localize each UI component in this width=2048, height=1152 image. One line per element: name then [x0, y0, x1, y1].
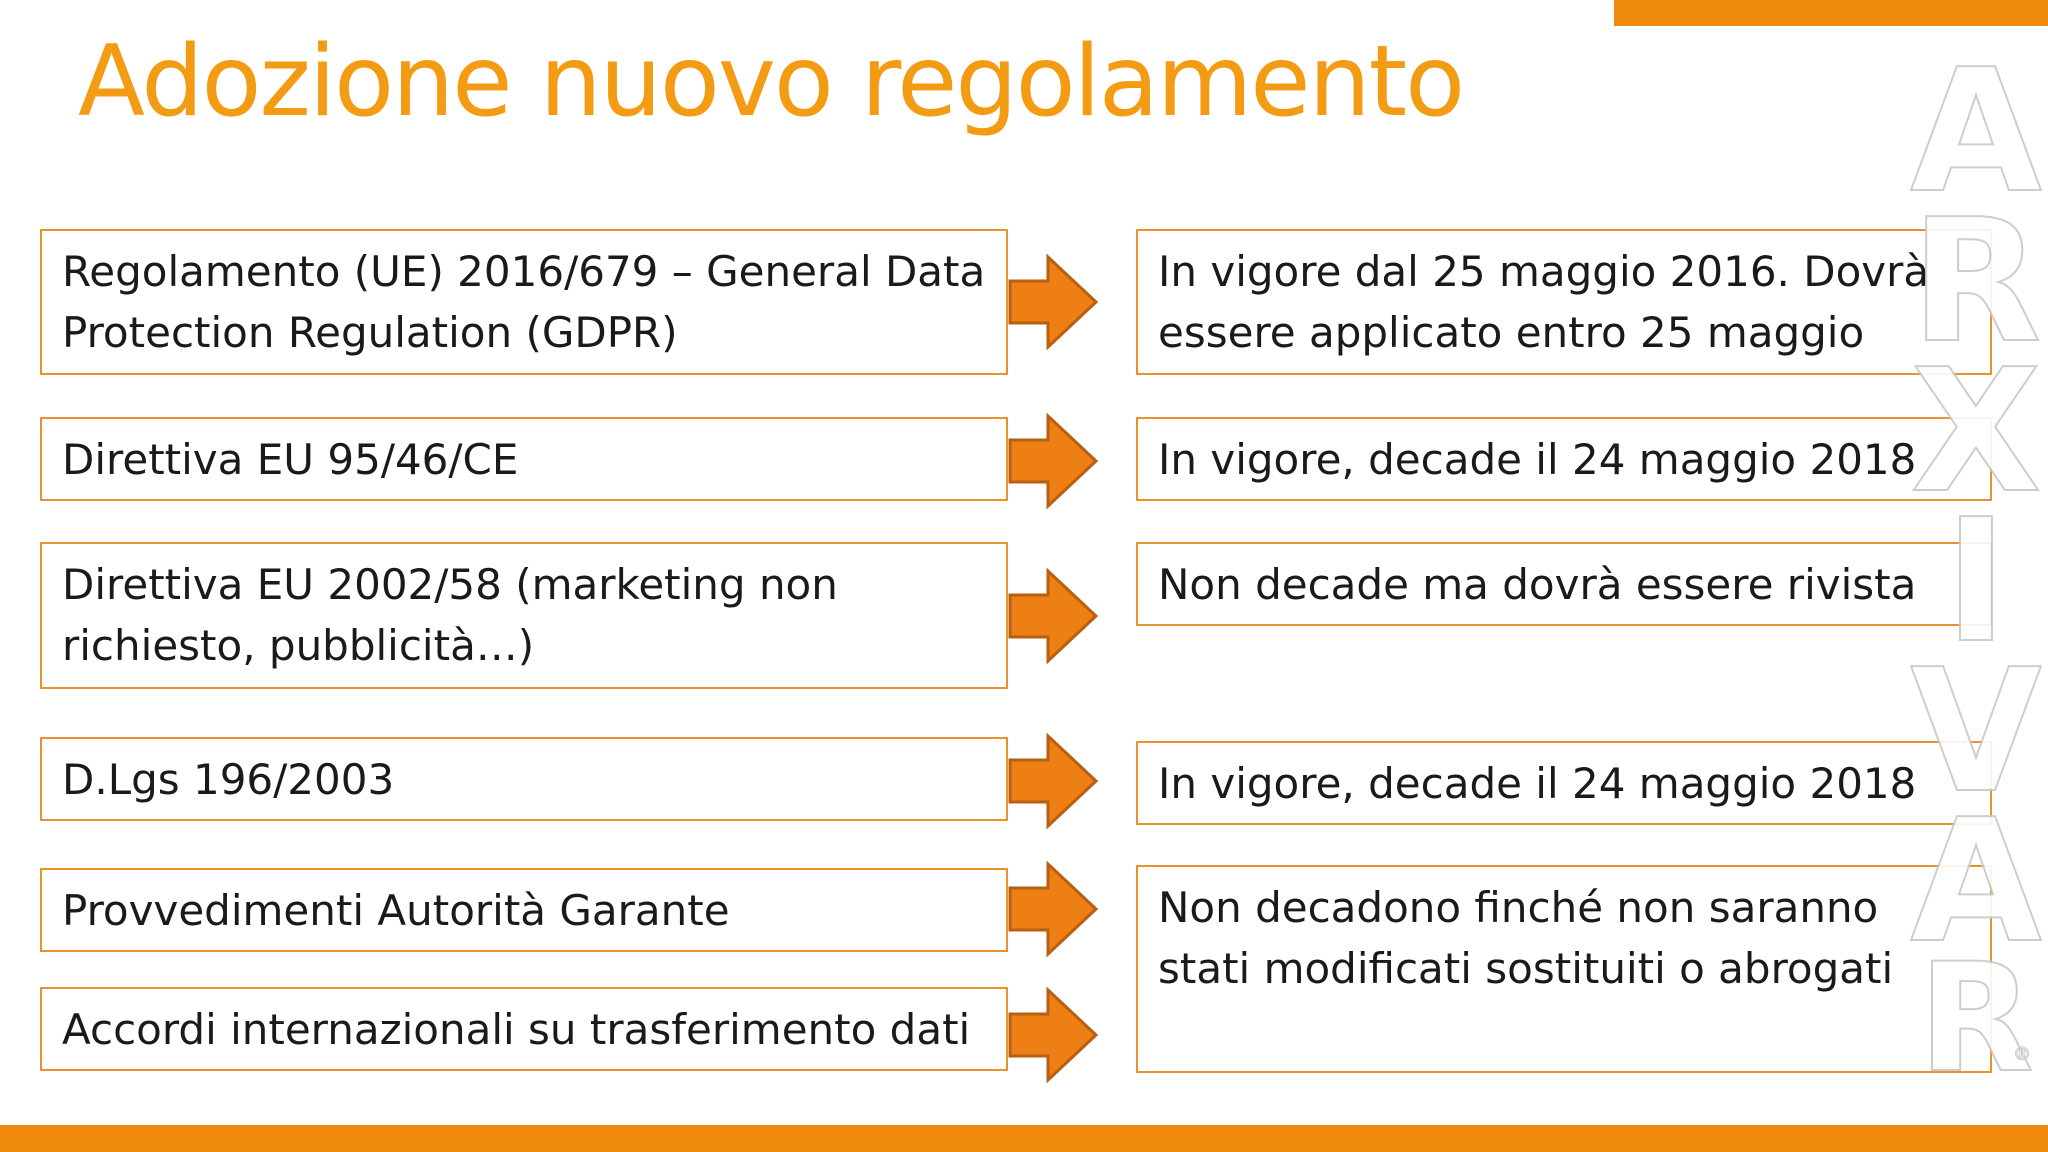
arrow-right-icon — [1008, 413, 1099, 509]
slide-title: Adozione nuovo regolamento — [78, 25, 1465, 139]
arrow-right-icon — [1008, 861, 1099, 957]
watermark-letter: A — [1910, 40, 2042, 231]
right-box-directive-2002-58-status: Non decade ma dovrà essere rivista — [1136, 542, 1992, 626]
right-box-dlgs-status: In vigore, decade il 24 maggio 2018 — [1136, 741, 1992, 825]
right-box-directive-95-46-status: In vigore, decade il 24 maggio 2018 — [1136, 417, 1992, 501]
left-box-gdpr: Regolamento (UE) 2016/679 – General Data… — [40, 229, 1008, 375]
left-box-provvedimenti: Provvedimenti Autorità Garante — [40, 868, 1008, 952]
arrow-right-icon — [1008, 987, 1099, 1083]
left-box-accordi-internazionali: Accordi internazionali su trasferimento … — [40, 987, 1008, 1071]
watermark-registered-mark: ® — [2013, 1044, 2031, 1065]
arrow-right-icon — [1008, 254, 1099, 350]
right-box-provvedimenti-accordi-status: Non decadono finché non saranno stati mo… — [1136, 865, 1992, 1073]
arrow-right-icon — [1008, 568, 1099, 664]
left-box-directive-2002-58: Direttiva EU 2002/58 (marketing non rich… — [40, 542, 1008, 689]
right-box-gdpr-status: In vigore dal 25 maggio 2016. Dovrà esse… — [1136, 229, 1992, 375]
bottom-accent-bar — [0, 1125, 2048, 1152]
left-box-dlgs-196-2003: D.Lgs 196/2003 — [40, 737, 1008, 821]
left-box-directive-95-46: Direttiva EU 95/46/CE — [40, 417, 1008, 501]
arrow-right-icon — [1008, 733, 1099, 829]
top-accent-bar — [1614, 0, 2048, 26]
